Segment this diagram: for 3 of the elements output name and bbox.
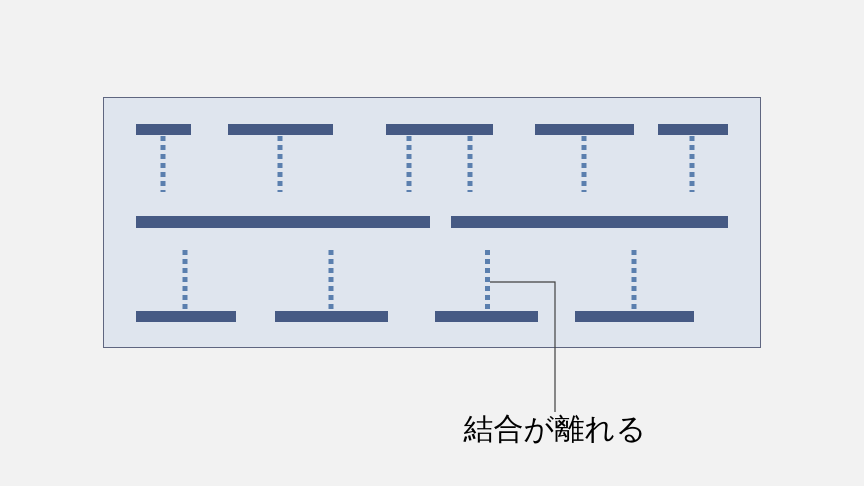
leader-line <box>490 281 556 412</box>
callout-text: 結合が離れる <box>452 410 658 450</box>
dashed-bond <box>485 250 490 311</box>
